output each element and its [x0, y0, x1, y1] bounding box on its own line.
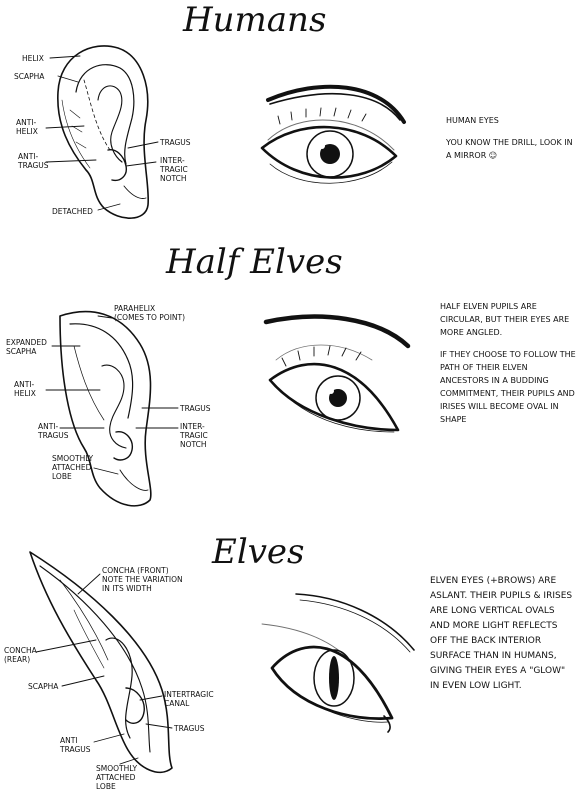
- note-elves-para-1: Elven eyes (+brows) are aslant. Their pu…: [430, 576, 573, 691]
- human-ear-icon: [57, 45, 150, 219]
- label-intertragic-canal: Intertragic Canal: [164, 690, 214, 708]
- elf-eye-icon: [261, 593, 415, 733]
- label-antihelix: Anti- Helix: [16, 118, 38, 136]
- elf-ear-leader-lines: [35, 573, 173, 765]
- label-tragus: Tragus: [160, 138, 191, 147]
- label-intertragic-notch: Inter- Tragic Notch: [160, 156, 188, 183]
- label-lobe-elf: Smoothly Attached Lobe: [96, 764, 138, 791]
- label-lobe-half: Smoothly Attached Lobe: [52, 454, 94, 481]
- half-elf-eye-icon: [263, 314, 411, 433]
- label-intertragic-notch-half: Inter- Tragic Notch: [180, 422, 208, 449]
- note-humans: Human Eyes You know the drill, look in a…: [446, 114, 576, 171]
- label-expanded-scapha: Expanded Scapha: [6, 338, 47, 356]
- label-concha-front: Concha (front) note the variation in its…: [102, 566, 183, 593]
- label-concha-rear: Concha (rear): [4, 646, 37, 664]
- half-elf-ear-leader-lines: [45, 315, 179, 475]
- title-humans: Humans: [183, 0, 327, 40]
- note-elves: Elven eyes (+brows) are aslant. Their pu…: [430, 574, 576, 703]
- label-tragus-elf: Tragus: [174, 724, 205, 733]
- label-antitragus-half: Anti- Tragus: [38, 422, 69, 440]
- label-lobe: Detached: [52, 207, 93, 216]
- label-scapha: Scapha: [14, 72, 45, 81]
- note-half-elves-para-2: If they choose to follow the path of the…: [440, 350, 576, 424]
- label-parahelix: Parahelix (comes to point): [114, 304, 186, 322]
- title-half-elves: Half Elves: [166, 242, 343, 282]
- note-humans-line-2: You know the drill, look in a mirror ☺: [446, 138, 573, 160]
- label-scapha-elf: Scapha: [28, 682, 59, 691]
- elf-ear-icon: [29, 551, 173, 774]
- label-helix: Helix: [22, 54, 44, 63]
- human-eye-icon: [260, 84, 406, 184]
- half-elf-ear-icon: [59, 310, 152, 507]
- note-humans-line-1: Human Eyes: [446, 116, 499, 125]
- label-tragus-half: Tragus: [180, 404, 211, 413]
- label-antihelix-half: Anti- Helix: [14, 380, 36, 398]
- note-half-elves-para-1: Half elven pupils are circular, but thei…: [440, 302, 570, 337]
- title-elves: Elves: [212, 532, 305, 572]
- label-antitragus: Anti- Tragus: [18, 152, 49, 170]
- human-ear-leader-lines: [45, 55, 159, 211]
- note-half-elves: Half elven pupils are circular, but thei…: [440, 300, 576, 435]
- label-antitragus-elf: Anti Tragus: [60, 736, 91, 754]
